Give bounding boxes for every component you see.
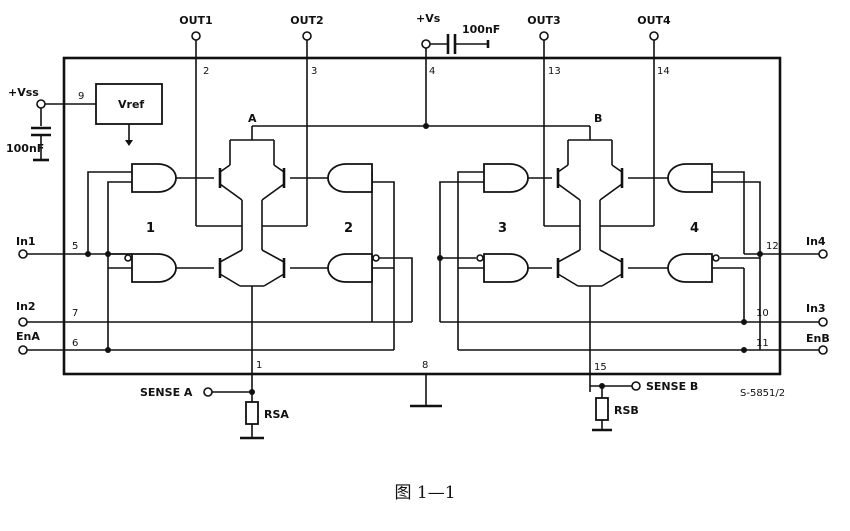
wire [712, 181, 761, 350]
and-gate [483, 253, 529, 283]
enb-terminal[interactable] [458, 345, 828, 355]
pin-7: 7 [72, 308, 78, 319]
rsa-resistor [240, 392, 264, 440]
and-gate [131, 163, 177, 193]
pin-9: 9 [78, 91, 84, 102]
out2-terminal[interactable] [302, 31, 312, 226]
ena-label: EnA [16, 330, 40, 343]
and-gate [327, 163, 373, 193]
wire [712, 171, 745, 254]
block-3-label: 3 [498, 221, 507, 236]
wire [457, 171, 484, 350]
vref-block [95, 83, 163, 125]
wire [107, 181, 140, 350]
pin-6: 6 [72, 338, 78, 349]
figure-caption: 图 1—1 [394, 483, 456, 503]
block-2-label: 2 [344, 221, 353, 236]
out4-terminal[interactable] [649, 31, 659, 226]
in3-terminal[interactable] [440, 317, 828, 327]
wire [87, 171, 140, 254]
enb-label: EnB [806, 332, 830, 345]
wire [439, 181, 484, 322]
in3-label: In3 [806, 302, 826, 315]
pin-5: 5 [72, 241, 78, 252]
wire [330, 171, 373, 322]
rsb-label: RSB [614, 404, 639, 417]
out3-label: OUT3 [527, 14, 560, 27]
arrow-down-icon [125, 140, 133, 146]
inverter-bubble [124, 254, 132, 262]
and-gate [483, 163, 529, 193]
in4-terminal[interactable] [744, 249, 828, 259]
out4-label: OUT4 [637, 14, 671, 27]
vs-label: +Vs [416, 12, 441, 25]
junction [105, 251, 111, 257]
sense-b-label: SENSE B [646, 380, 698, 393]
pin-12: 12 [766, 241, 779, 252]
out1-terminal[interactable] [191, 31, 201, 226]
and-gate [667, 253, 713, 283]
in2-terminal[interactable] [18, 317, 412, 327]
junction [437, 255, 443, 261]
pin-10: 10 [756, 308, 769, 319]
sense-a-terminal[interactable] [203, 387, 252, 397]
pin-4: 4 [429, 66, 435, 77]
pin-3: 3 [311, 66, 317, 77]
vs-capacitor [446, 34, 490, 54]
pin-15: 15 [594, 362, 607, 373]
inverter-bubble [476, 254, 484, 262]
sense-a-label: SENSE A [140, 386, 193, 399]
in4-label: In4 [806, 235, 826, 248]
sense-b-terminal[interactable] [590, 381, 641, 391]
pin-1: 1 [256, 360, 262, 371]
junction [105, 347, 111, 353]
pin-13: 13 [548, 66, 561, 77]
pin-11: 11 [756, 338, 769, 349]
drawing-code: S-5851/2 [740, 388, 785, 399]
vss-label: +Vss [8, 86, 39, 99]
node-b-label: B [594, 112, 602, 125]
junction [423, 123, 429, 129]
and-gate [131, 253, 177, 283]
pin-2: 2 [203, 66, 209, 77]
node-a-label: A [248, 112, 257, 125]
and-gate [667, 163, 713, 193]
out1-label: OUT1 [179, 14, 212, 27]
wire [373, 257, 413, 322]
schematic: OUT1 OUT2 OUT3 OUT4 +Vs 100nF 2 3 4 13 1… [6, 12, 830, 440]
ena-terminal[interactable] [18, 345, 394, 355]
vss-terminal[interactable] [36, 99, 96, 126]
in2-label: In2 [16, 300, 36, 313]
rsb-resistor [592, 386, 612, 432]
out2-label: OUT2 [290, 14, 323, 27]
pin-8: 8 [422, 360, 428, 371]
h-bridge-a [196, 126, 307, 392]
in1-terminal[interactable] [18, 249, 88, 259]
vs-terminal[interactable] [421, 39, 448, 126]
block-1-label: 1 [146, 221, 155, 236]
inverter-bubble [372, 254, 380, 262]
vss-capacitor [31, 126, 51, 162]
pin-14: 14 [657, 66, 670, 77]
in1-label: In1 [16, 235, 36, 248]
junction [85, 251, 91, 257]
cap-left-label: 100nF [6, 142, 44, 155]
cap-top-label: 100nF [462, 23, 500, 36]
rsa-label: RSA [264, 408, 289, 421]
inverter-bubble [712, 254, 720, 262]
ground-pin-8 [410, 374, 442, 408]
h-bridge-b [544, 126, 654, 392]
and-gate [327, 253, 373, 283]
chip-outline [62, 56, 782, 376]
vref-label: Vref [118, 98, 144, 111]
out3-terminal[interactable] [539, 31, 549, 226]
block-4-label: 4 [690, 221, 699, 236]
